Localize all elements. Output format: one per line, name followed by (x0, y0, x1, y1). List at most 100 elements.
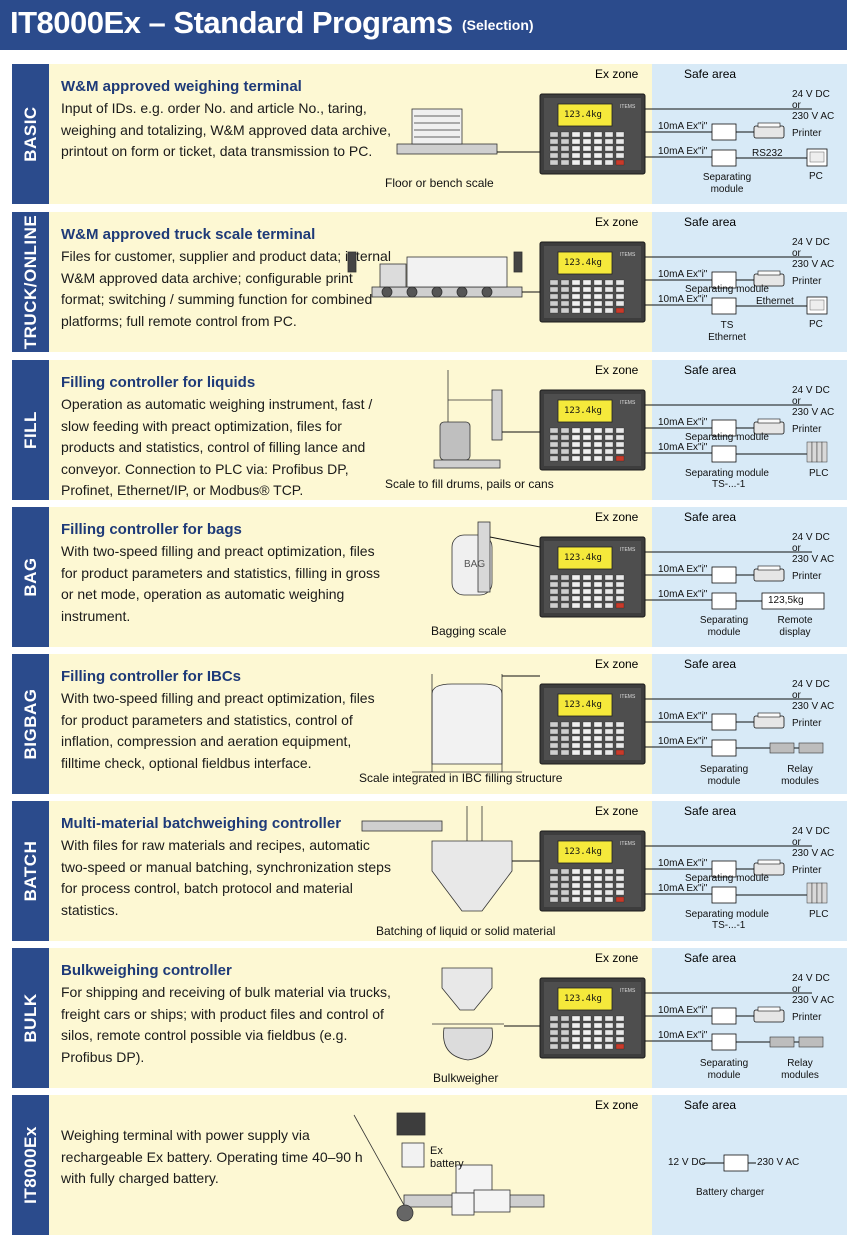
signal-label-lower: 10mA Ex"i" (658, 146, 708, 157)
supply-voltage-line-2: or (792, 543, 801, 554)
separating-module-icon (711, 739, 737, 757)
separating-module-label-upper: Separating module (685, 873, 769, 884)
terminal-brand: ITEMS (620, 400, 636, 406)
relay-label-1: Relay (787, 764, 813, 775)
bag-text: BAG (464, 559, 486, 570)
supply-voltage-line-2: or (792, 984, 801, 995)
terminal-display-value: 123.4kg (564, 700, 602, 710)
signal-label-lower: 10mA Ex"i" (658, 883, 708, 894)
wiring-diagram (432, 967, 824, 1061)
safe-area-zone (652, 948, 847, 1088)
lower-module-label-2: module (710, 184, 744, 195)
interface-label: Ethernet (756, 296, 794, 307)
separating-label: Separating (699, 615, 749, 626)
wiring-diagram (396, 93, 828, 175)
safe-area-label: Safe area (684, 67, 737, 81)
pc-label: PC (809, 171, 823, 182)
signal-label-lower: 10mA Ex"i" (658, 294, 708, 305)
printer-icon (753, 122, 785, 139)
ex-zone-label: Ex zone (595, 67, 639, 81)
section-tag: IT8000Ex (12, 1095, 49, 1235)
section-description: Input of IDs. e.g. order No. and article… (61, 100, 391, 159)
separating-module-label-upper: Separating module (685, 284, 769, 295)
section-description: With files for raw materials and recipes… (61, 837, 391, 918)
remote-display-icon (761, 592, 825, 610)
separating-module-icon (711, 445, 737, 463)
charger-input-label: 12 V DC (668, 1157, 706, 1168)
pc-label: PC (809, 319, 823, 330)
printer-label: Printer (792, 276, 822, 287)
separating-label: Separating (699, 764, 749, 775)
section-heading: Bulkweighing controller (61, 962, 232, 979)
wiring-diagram (353, 1112, 756, 1222)
weighing-terminal-icon (539, 241, 646, 323)
relay-label-2: modules (781, 1070, 819, 1081)
signal-label-upper: 10mA Ex"i" (658, 1005, 708, 1016)
interface-label: RS232 (752, 148, 783, 159)
device-illustration-icon (347, 251, 523, 298)
battery-terminal-illustration-icon (353, 1112, 545, 1222)
device-illustration-icon (412, 674, 522, 773)
safe-area-label: Safe area (684, 1098, 737, 1112)
terminal-brand: ITEMS (620, 988, 636, 994)
section-heading: Multi-material batchweighing controller (61, 815, 342, 832)
terminal-brand: ITEMS (620, 694, 636, 700)
separating-module-icon (711, 566, 737, 584)
section-batch: BATCH Multi-material batchweighing contro… (12, 801, 847, 941)
signal-label-upper: 10mA Ex"i" (658, 711, 708, 722)
ex-zone-label: Ex zone (595, 510, 639, 524)
plc-icon (806, 441, 828, 463)
safe-area-zone (652, 64, 847, 204)
section-tag: BASIC (12, 64, 49, 204)
page-title: IT8000Ex – Standard Programs (10, 5, 453, 40)
page-header: IT8000Ex – Standard Programs (Selection) (0, 0, 847, 50)
safe-area-label: Safe area (684, 657, 737, 671)
device-illustration-icon (396, 108, 498, 155)
safe-area-label: Safe area (684, 510, 737, 524)
separating-module-icon (711, 592, 737, 610)
device-caption: Floor or bench scale (385, 176, 494, 190)
lower-module-label-2: Ethernet (708, 332, 746, 343)
weighing-terminal-icon (539, 977, 646, 1059)
remote-label-2: display (779, 627, 811, 638)
supply-voltage-line-1: 24 V DC (792, 973, 830, 984)
signal-label-lower: 10mA Ex"i" (658, 1030, 708, 1041)
separating-module-label-upper: Separating module (685, 432, 769, 443)
section-tag: FILL (12, 360, 49, 500)
terminal-brand: ITEMS (620, 547, 636, 553)
supply-voltage-line-2: or (792, 837, 801, 848)
printer-icon (753, 565, 785, 582)
device-caption: Batching of liquid or solid material (376, 924, 556, 938)
supply-voltage-line-3: 230 V AC (792, 111, 835, 122)
separating-module-icon (711, 1033, 737, 1051)
ex-zone-label: Ex zone (595, 1098, 639, 1112)
battery-charger-icon (723, 1154, 749, 1172)
section-tag: TRUCK/ONLINE (12, 212, 49, 352)
printer-icon (753, 712, 785, 729)
section-description: Operation as automatic weighing instrume… (61, 396, 373, 498)
printer-label: Printer (792, 128, 822, 139)
signal-label-lower: 10mA Ex"i" (658, 736, 708, 747)
terminal-display-value: 123.4kg (564, 553, 602, 563)
wiring-diagram (361, 806, 828, 912)
section-tag: BATCH (12, 801, 49, 941)
pc-icon (806, 148, 828, 167)
printer-label: Printer (792, 424, 822, 435)
weighing-terminal-icon (539, 830, 646, 912)
safe-area-label: Safe area (684, 951, 737, 965)
weighing-terminal-icon (539, 536, 646, 618)
lower-module-label-2: TS-...-1 (712, 920, 746, 931)
device-illustration-icon (451, 521, 493, 596)
supply-voltage-line-1: 24 V DC (792, 679, 830, 690)
supply-voltage-line-2: or (792, 100, 801, 111)
ex-battery-label-2: battery (430, 1158, 464, 1170)
safe-area-zone (652, 360, 847, 500)
lower-module-label-2: TS-...-1 (712, 479, 746, 490)
module-label: module (707, 776, 741, 787)
battery-charger-label: Battery charger (696, 1187, 765, 1198)
printer-icon (753, 859, 785, 876)
